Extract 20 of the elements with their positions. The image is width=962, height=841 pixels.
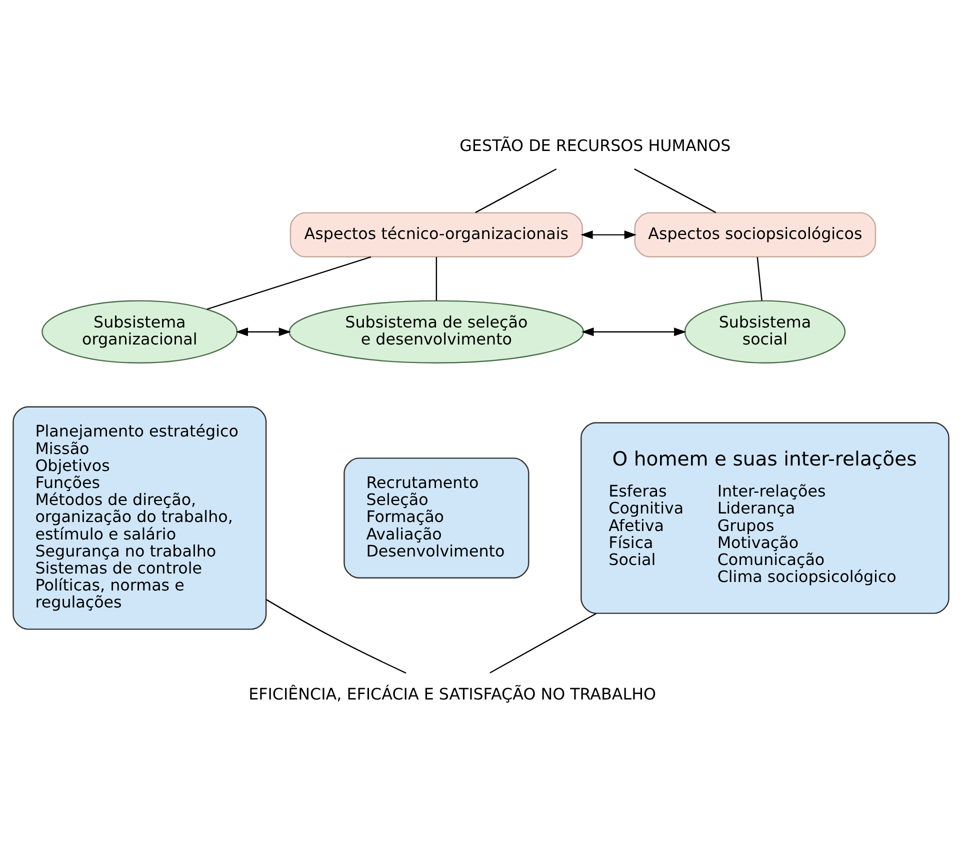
arrow: [582, 327, 686, 336]
connector: [634, 168, 716, 213]
node-ellipse: Subsistema social: [684, 300, 846, 363]
arrow: [236, 327, 292, 336]
node-text: EFICIÊNCIA, EFICÁCIA E SATISFAÇÃO NO TRABALHO: [248, 684, 656, 703]
node-box: Recrutamento Seleção Formação Avaliação Desenvolvimento: [344, 457, 530, 578]
node-text: GESTÃO DE RECURSOS HUMANOS: [460, 136, 731, 155]
connector: [756, 256, 762, 300]
node-ellipse: Subsistema de seleção e desenvolvimento: [288, 300, 584, 363]
node-box: O homem e suas inter-relações Esferas Cognitiva Afetiva Física Social Inter-relações Liderança Grupos Motivação Comunicação Clima sociopsicológico: [580, 422, 950, 614]
node-box: Aspectos técnico-organizacionais: [290, 212, 583, 257]
connector: [475, 168, 557, 213]
connector: [206, 256, 372, 310]
connector: [266, 598, 406, 674]
node-ellipse: Subsistema organizacional: [42, 300, 238, 363]
arrow: [580, 230, 637, 239]
node-box: Aspectos sociopsicológicos: [634, 212, 876, 257]
node-box: Planejamento estratégico Missão Objetivos Funções Métodos de direção, organização do trabalho, estímulo e salário Segurança no trabalho Sistemas de controle Políticas, normas e regulações: [12, 406, 267, 630]
connector: [490, 612, 597, 673]
connector: [436, 256, 438, 300]
